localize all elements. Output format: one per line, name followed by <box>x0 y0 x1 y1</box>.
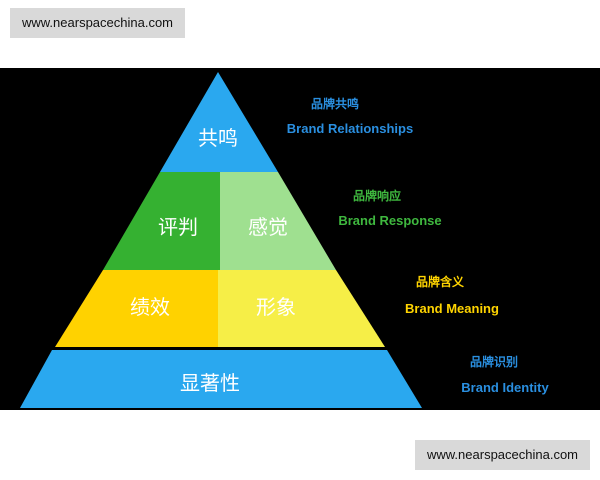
tier-third-right-label: 形象 <box>256 295 296 319</box>
tier-top-shape <box>160 72 278 172</box>
tier-third-right-shape <box>218 270 385 347</box>
tier-second-left-label: 评判 <box>158 215 198 239</box>
tier-third-left-shape <box>55 270 218 347</box>
tier-second-right-shape <box>220 172 336 270</box>
tier-top-label: 共鸣 <box>198 126 238 150</box>
legend-identity-cn: 品牌识别 <box>470 354 518 369</box>
tier-second-left-shape <box>103 172 220 270</box>
legend-response-en: Brand Response <box>338 213 441 228</box>
tier-base-shape <box>20 350 422 408</box>
legend-identity-en: Brand Identity <box>461 380 549 395</box>
legend-relationships-en: Brand Relationships <box>287 121 413 136</box>
watermark-bottom: www.nearspacechina.com <box>415 440 590 470</box>
tier-base-label: 显著性 <box>180 371 240 395</box>
legend-meaning-en: Brand Meaning <box>405 301 499 316</box>
watermark-top: www.nearspacechina.com <box>10 8 185 38</box>
tier-second-right-label: 感觉 <box>248 215 288 239</box>
legend-response-cn: 品牌响应 <box>353 188 401 203</box>
legend-relationships-cn: 品牌共鸣 <box>311 96 359 111</box>
tier-third-left-label: 绩效 <box>130 295 170 319</box>
legend-meaning-cn: 品牌含义 <box>416 274 465 289</box>
